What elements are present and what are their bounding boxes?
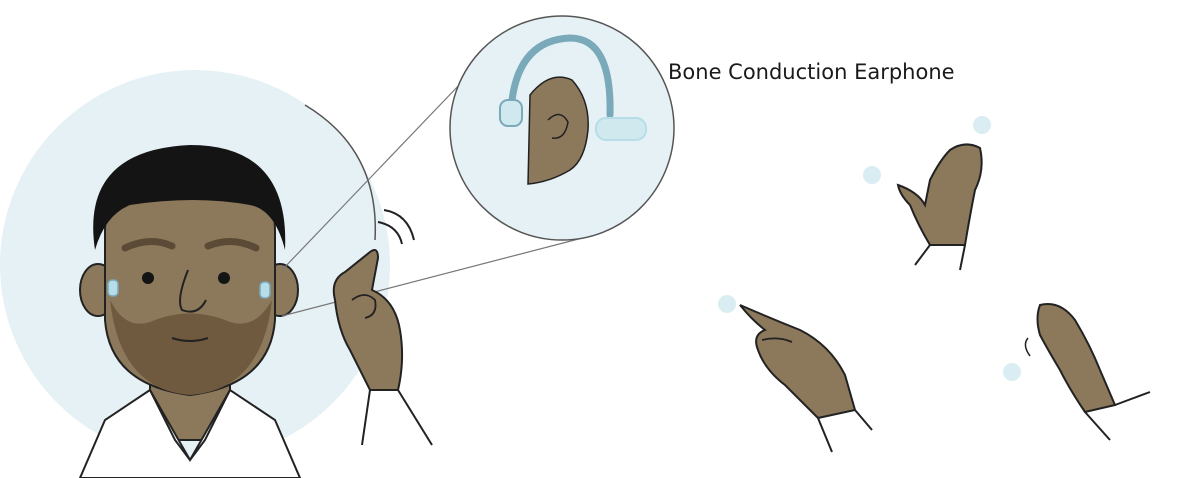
waving-hand-icon xyxy=(1003,304,1150,440)
pointing-hand-icon xyxy=(718,295,872,452)
raised-fingers-hand-icon xyxy=(863,116,991,270)
magnified-ear-earphone-icon xyxy=(450,16,674,240)
person-with-earphones-icon xyxy=(80,145,300,478)
caption-bone-conduction-earphone: Bone Conduction Earphone xyxy=(668,60,955,84)
